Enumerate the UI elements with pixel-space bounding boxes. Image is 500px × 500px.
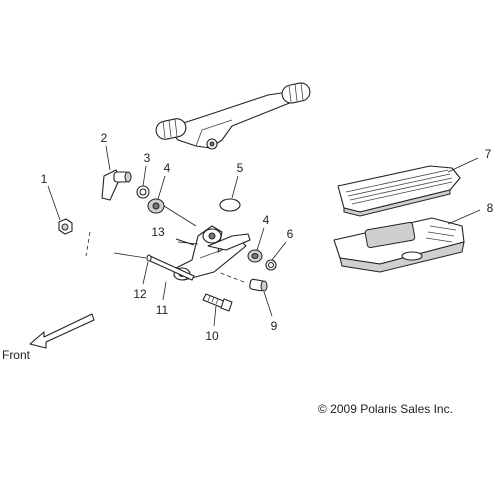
callout-9: 9 [271,319,278,333]
callout-10: 10 [205,329,219,343]
callout-7: 7 [485,147,492,161]
copyright-notice: © 2009 Polaris Sales Inc. [318,402,453,416]
front-arrow [29,313,95,349]
nut [58,218,73,235]
floorboard-base [333,217,465,273]
shift-peg-front [281,82,311,104]
callout-11: 11 [156,303,169,317]
callout-4-right: 4 [263,213,270,227]
front-label: Front [2,348,31,362]
callout-4-left: 4 [164,161,171,175]
pivot-pin [146,254,195,281]
callout-3: 3 [144,151,151,165]
mounting-bolt [202,293,233,312]
callout-12: 12 [133,287,147,301]
bushing-right [247,249,263,263]
callout-13: 13 [151,225,165,239]
callout-2: 2 [101,131,108,145]
shift-lever [155,82,311,150]
bushing-left [147,198,165,214]
spring-pin [175,238,195,246]
callout-5: 5 [237,161,244,175]
pedal-spacer [249,278,268,292]
callout-6: 6 [287,227,294,241]
shift-peg-rear [155,118,187,140]
floorboard-pad [337,165,461,217]
washer-right [265,259,277,271]
pivot-bracket [101,169,132,201]
callout-8: 8 [487,201,494,215]
callout-1: 1 [41,172,48,186]
return-spring [219,198,241,212]
washer-left [136,185,150,199]
